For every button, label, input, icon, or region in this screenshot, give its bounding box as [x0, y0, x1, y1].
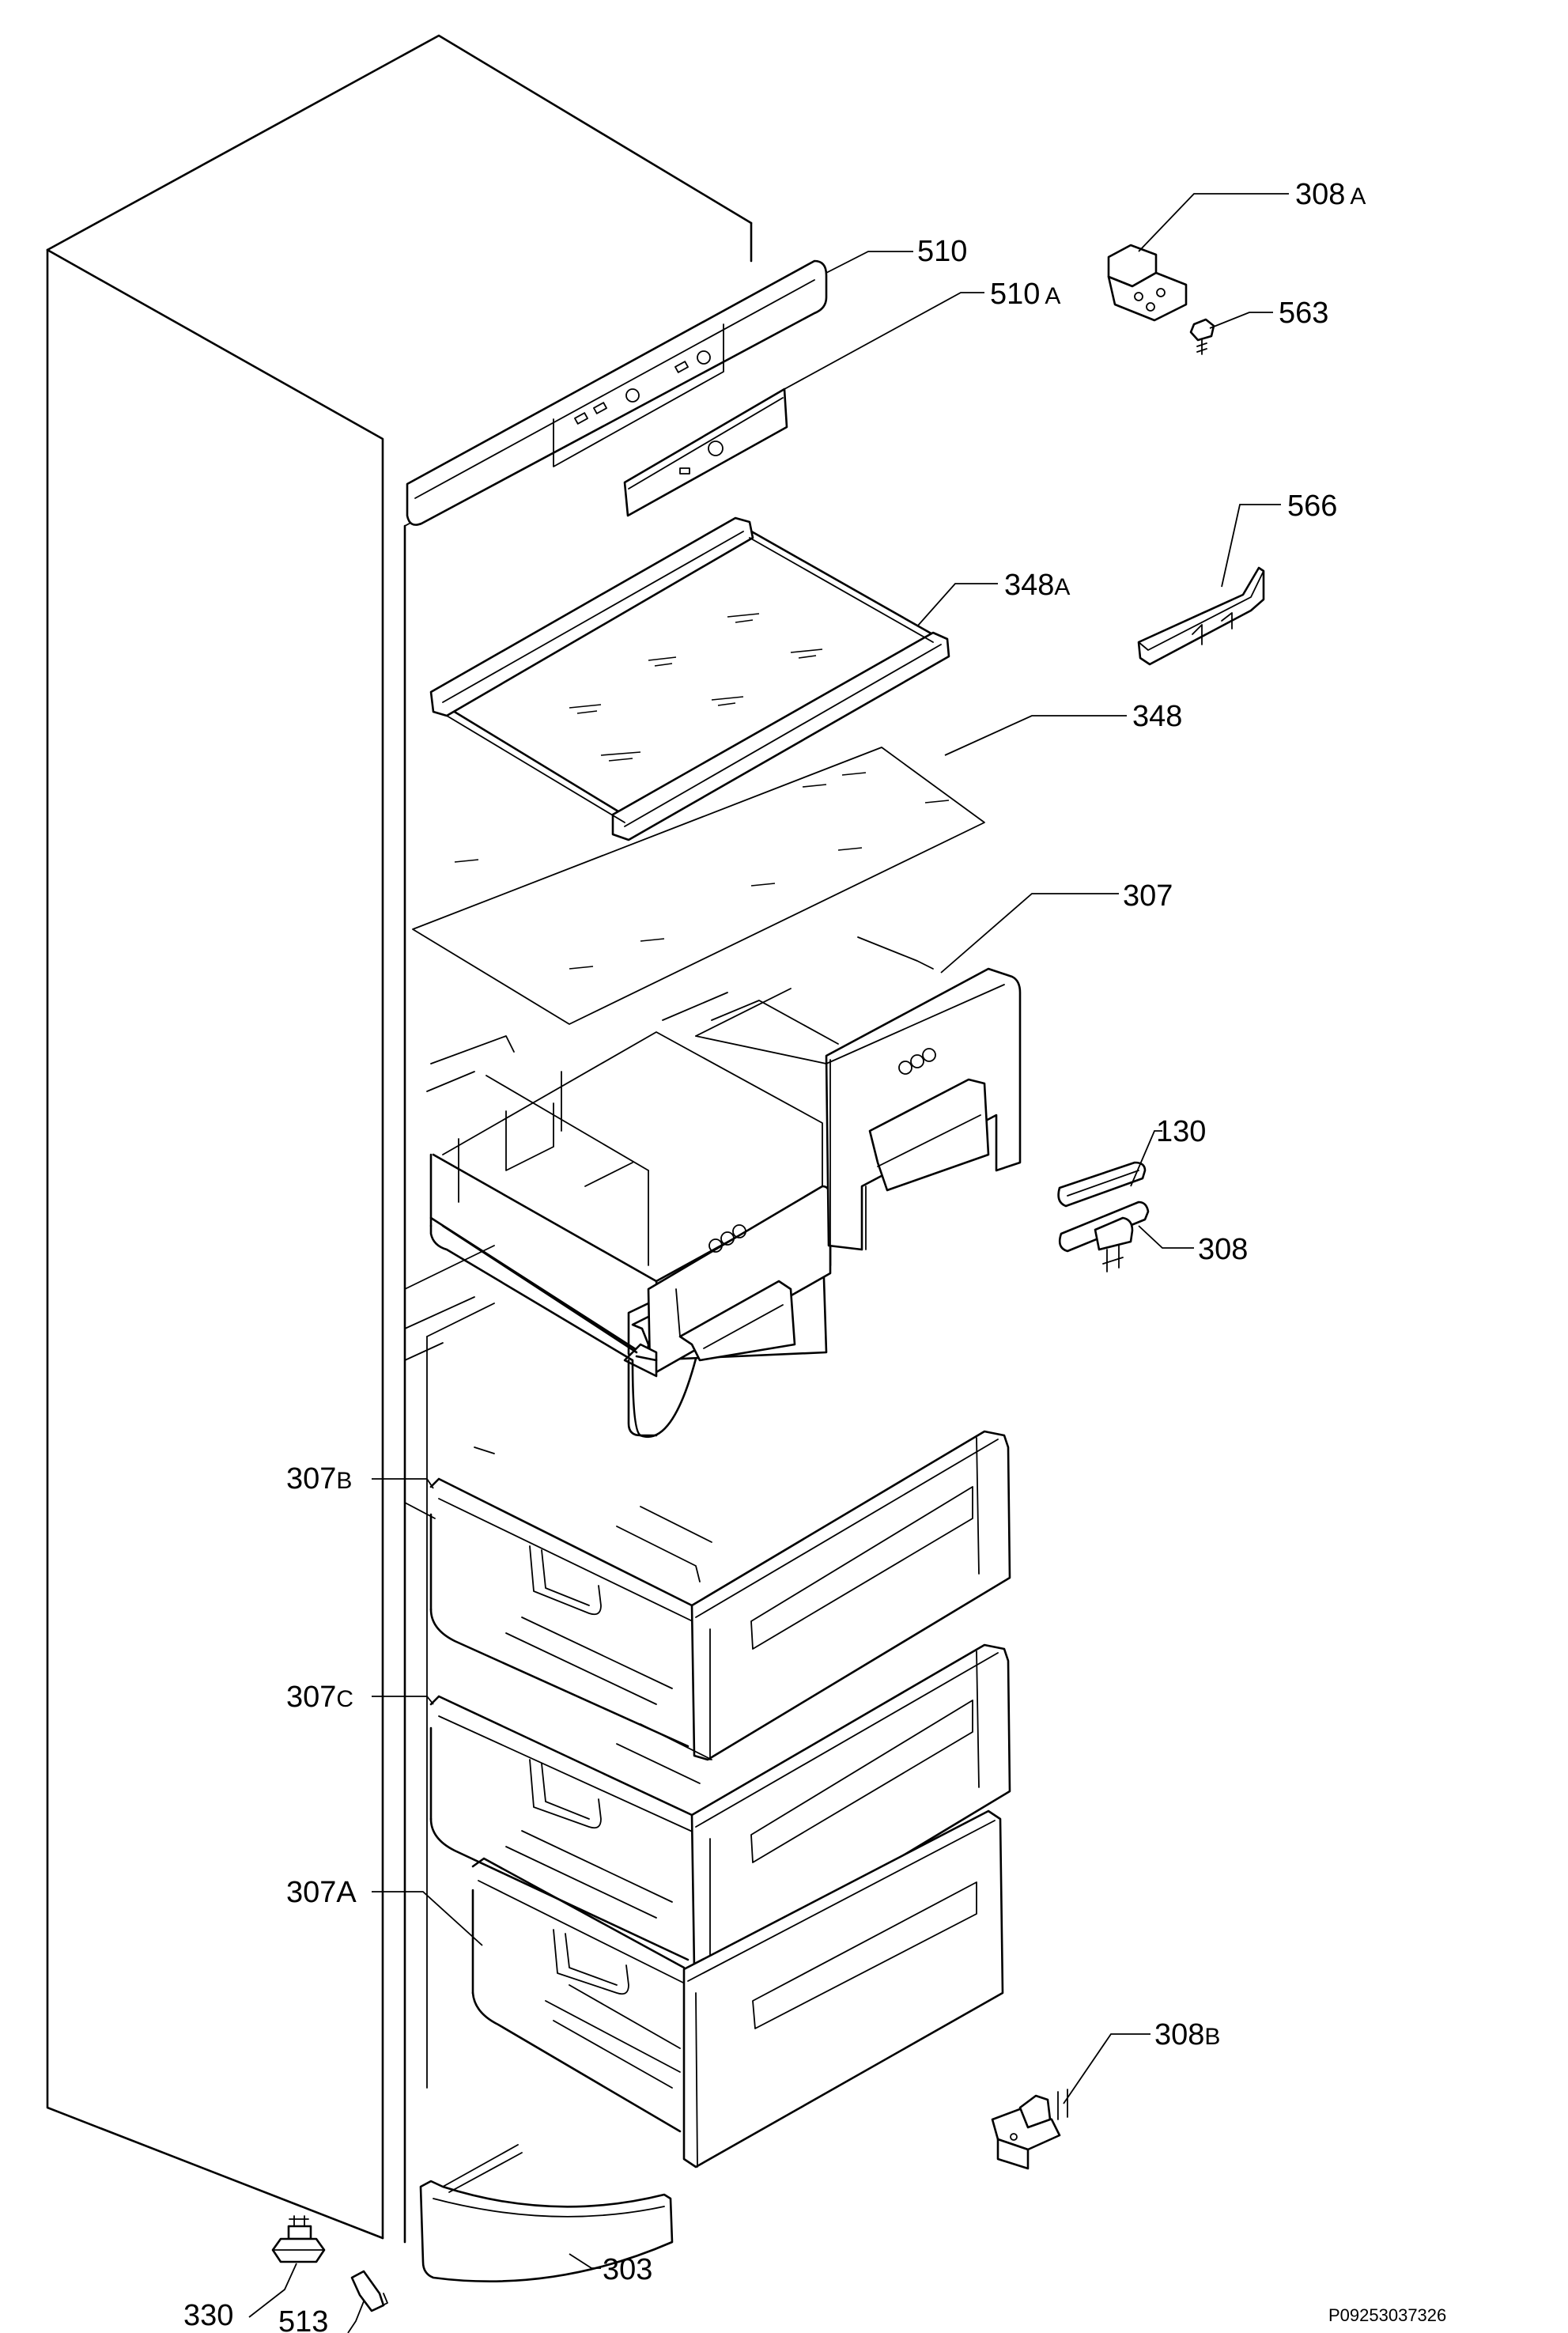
label-307c: 307C — [286, 1681, 353, 1714]
label-130: 130 — [1156, 1115, 1206, 1148]
glass-shelf-with-trim — [429, 516, 950, 841]
label-307a: 307A — [286, 1876, 357, 1909]
freezer-drawer-middle — [429, 1643, 1011, 1975]
label-563: 563 — [1279, 297, 1328, 330]
hinge-screw — [1189, 318, 1215, 355]
refrigerator-cabinet — [46, 34, 753, 2244]
leader-lines — [248, 193, 1289, 2333]
control-panel-insert — [623, 388, 788, 517]
door-bracket — [1137, 566, 1265, 666]
label-566: 566 — [1287, 490, 1337, 523]
label-513: 513 — [278, 2305, 328, 2333]
label-348: 348 — [1132, 700, 1182, 733]
label-308: 308 — [1198, 1233, 1248, 1266]
freezer-drawer-top — [429, 1430, 1011, 1761]
adjustable-foot — [271, 2215, 326, 2263]
label-307: 307 — [1123, 879, 1173, 913]
fridge-drawers — [426, 936, 1022, 1438]
label-348a: 348A — [1004, 569, 1070, 602]
label-330: 330 — [183, 2299, 233, 2332]
glass-shelf-glare — [569, 613, 823, 762]
glass-shelf-2-glare — [454, 772, 950, 970]
top-hinge — [1107, 244, 1188, 322]
bottom-hinge — [991, 2089, 1068, 2170]
label-510: 510 — [917, 235, 967, 268]
kick-plate — [419, 2144, 674, 2282]
label-303: 303 — [603, 2253, 652, 2286]
label-308b: 308B — [1154, 2018, 1220, 2051]
glass-shelf — [412, 747, 985, 1025]
clip — [350, 2270, 388, 2312]
control-panel-cover — [406, 259, 828, 526]
middle-hinge — [1057, 1161, 1150, 1272]
drawing-reference: P09253037326 — [1328, 2305, 1446, 2325]
label-307b: 307B — [286, 1462, 352, 1495]
freezer-drawer-bottom — [471, 1809, 1004, 2169]
